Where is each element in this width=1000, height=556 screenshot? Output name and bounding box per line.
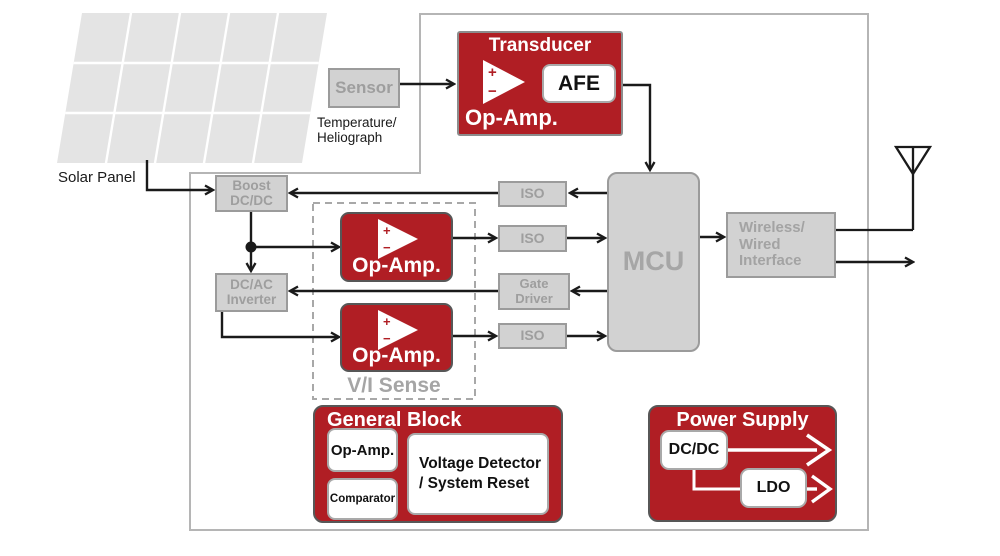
- sensor-caption-line1: Temperature/: [317, 115, 397, 130]
- boost-line2: DC/DC: [230, 192, 273, 208]
- transducer-opamp-label: Op-Amp.: [465, 105, 558, 130]
- opamp-minus: −: [383, 331, 391, 346]
- power-dcdc-box: DC/DC: [660, 430, 728, 470]
- iso-mid-box: ISO: [498, 225, 567, 252]
- power-supply-title: Power Supply: [676, 409, 809, 431]
- power-dcdc-label: DC/DC: [668, 441, 720, 458]
- inverter-line2: Inverter: [226, 291, 277, 307]
- opamp-symbol-icon: + −: [378, 219, 418, 259]
- power-supply-block: Power Supply DC/DC LDO: [648, 405, 837, 522]
- opamp-plus: +: [383, 314, 391, 329]
- wireless-line2: Wired: [739, 235, 781, 253]
- vi-sense-dashed-border: [312, 202, 476, 400]
- ldo-box: LDO: [740, 468, 807, 508]
- sensor-caption: Temperature/ Heliograph: [317, 115, 397, 145]
- connector-lines: [145, 84, 912, 337]
- vi-sense-label: V/I Sense: [347, 374, 441, 397]
- inverter-line1: DC/AC: [230, 276, 273, 292]
- boost-line1: Boost: [232, 177, 271, 193]
- sensor-caption-line2: Heliograph: [317, 130, 383, 146]
- dcac-inverter-box: DC/AC Inverter: [215, 273, 288, 312]
- iso-bottom-label: ISO: [520, 327, 545, 344]
- wireless-interface-box: Wireless/ Wired Interface: [726, 212, 836, 278]
- power-supply-arrows: [692, 433, 833, 504]
- ldo-label: LDO: [756, 479, 791, 496]
- opamp-plus: +: [383, 223, 391, 238]
- transducer-title: Transducer: [488, 35, 592, 56]
- mcu-box: MCU: [607, 172, 700, 352]
- opamp-minus: −: [488, 83, 497, 100]
- wireless-line1: Wireless/: [739, 219, 805, 237]
- opamp-symbol-icon: + −: [378, 310, 418, 350]
- outer-enclosure-border: [189, 13, 869, 531]
- mcu-label: MCU: [622, 246, 685, 277]
- sensor-box: Sensor: [328, 68, 400, 108]
- vi-opamp1-block: + − Op-Amp.: [340, 212, 453, 282]
- opamp-plus: +: [488, 64, 497, 81]
- transducer-block: Transducer + − AFE Op-Amp.: [457, 31, 623, 136]
- general-block: General Block Op-Amp. Comparator Voltage…: [313, 405, 563, 523]
- detector-line2: / System Reset: [419, 475, 530, 492]
- solar-panel-label: Solar Panel: [58, 169, 136, 186]
- afe-label: AFE: [558, 71, 600, 95]
- opamp-minus: −: [383, 240, 391, 255]
- wireless-line3: Interface: [739, 252, 802, 270]
- detector-line1: Voltage Detector: [419, 454, 542, 472]
- vi-opamp2-label: Op-Amp.: [352, 344, 441, 367]
- iso-bottom-box: ISO: [498, 323, 567, 349]
- vi-opamp1-label: Op-Amp.: [352, 254, 441, 277]
- afe-box: AFE: [542, 64, 616, 103]
- voltage-detector-box: Voltage Detector / System Reset: [407, 433, 549, 515]
- gate-driver-line1: Gate: [519, 276, 549, 292]
- opamp-symbol-icon: + −: [483, 60, 525, 104]
- general-opamp-label: Op-Amp.: [330, 441, 395, 459]
- general-block-title: General Block: [327, 409, 462, 431]
- gate-driver-line2: Driver: [515, 290, 553, 306]
- gate-driver-box: Gate Driver: [498, 273, 570, 310]
- antenna-icon: [836, 145, 933, 232]
- comparator-label: Comparator: [329, 493, 396, 505]
- iso-top-label: ISO: [520, 185, 545, 202]
- sensor-label: Sensor: [335, 77, 393, 97]
- iso-mid-label: ISO: [520, 229, 545, 246]
- solar-panel-graphic: [57, 13, 327, 163]
- junction-dot: [245, 241, 257, 253]
- general-opamp-box: Op-Amp.: [327, 428, 398, 472]
- boost-dcdc-box: Boost DC/DC: [215, 175, 288, 212]
- comparator-box: Comparator: [327, 478, 398, 520]
- vi-opamp2-block: + − Op-Amp.: [340, 303, 453, 372]
- iso-top-box: ISO: [498, 181, 567, 207]
